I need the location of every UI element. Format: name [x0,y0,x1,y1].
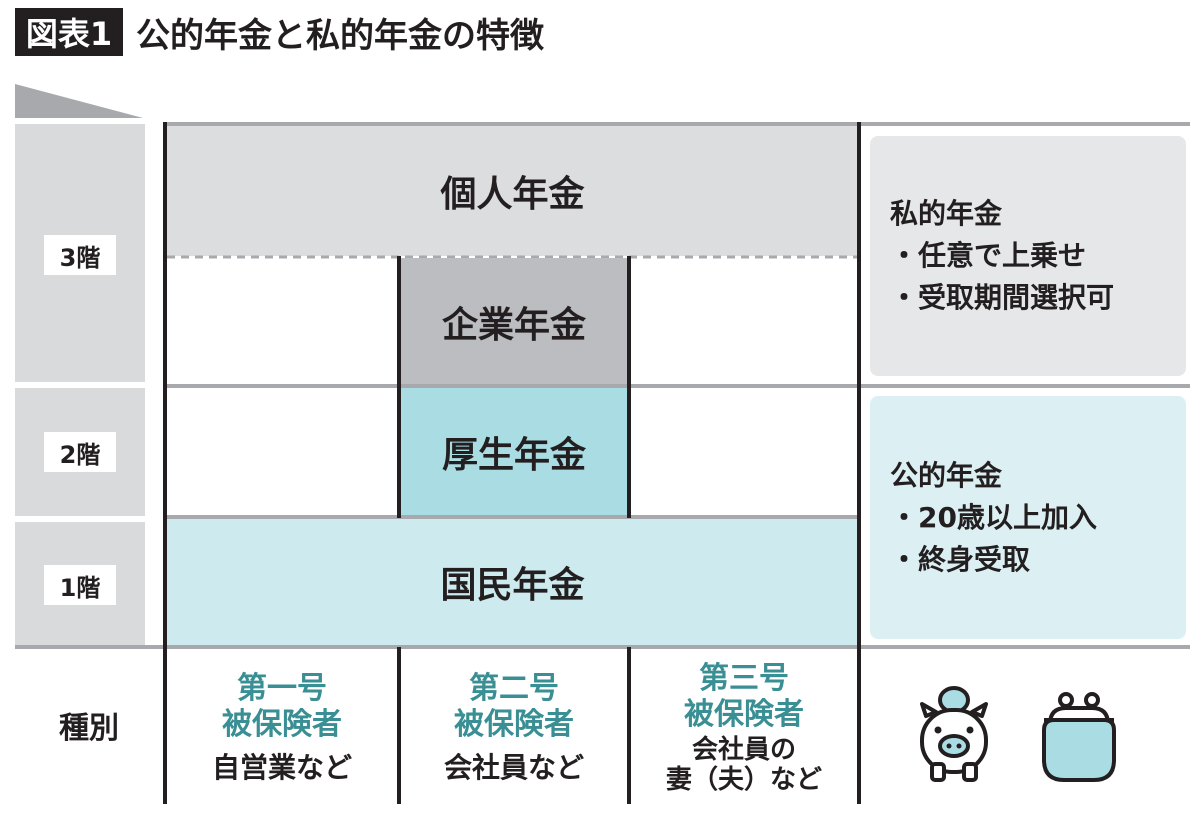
row-divider-2-1 [167,515,860,519]
kojin-nenkin-cell: 個人年金 [167,126,858,256]
public-pension-panel: 公的年金 ・20歳以上加入 ・終身受取 [870,396,1186,639]
row-divider-3-2 [167,384,1190,388]
piggy-bank-icon [920,686,988,782]
grid-line-col1-upper [397,256,401,518]
grid-line-col2-lower [627,647,631,804]
row-divider-1-type [15,645,1190,649]
type-second: 第二号 被保険者 会社員など [401,655,627,800]
type-first: 第一号 被保険者 自営業など [167,655,397,800]
private-pension-title: 私的年金 [890,197,1003,230]
type-second-note: 会社員など [443,750,584,784]
grid-line-col1-lower [397,647,401,804]
type-third-note1: 会社員の [691,734,796,765]
type-first-line1: 第一号 [237,670,327,706]
private-pension-item-1: ・任意で上乗せ [890,239,1087,272]
kosei-nenkin-cell: 厚生年金 [399,388,629,516]
floor-2-label: 2階 [44,432,116,472]
top-border [165,122,1190,126]
private-pension-panel: 私的年金 ・任意で上乗せ ・受取期間選択可 [870,136,1186,376]
type-first-note: 自営業など [211,750,352,784]
figure-title: 公的年金と私的年金の特徴 [136,15,544,56]
kigyo-nenkin-cell: 企業年金 [399,258,629,386]
type-third-line1: 第三号 [699,660,789,696]
public-pension-item-2: ・終身受取 [890,542,1031,576]
type-second-line2: 被保険者 [454,706,574,742]
figure-label: 図表1 [15,8,123,56]
public-pension-title: 公的年金 [890,458,1003,492]
floor-3-label: 3階 [44,235,116,275]
grid-line-right [857,122,861,804]
coin-purse-icon [1042,692,1116,782]
type-second-line1: 第二号 [469,670,559,706]
floor-1-label: 1階 [44,565,116,605]
floor-header-wedge [15,84,143,118]
kokumin-nenkin-cell: 国民年金 [167,519,858,645]
dashed-divider [167,255,858,259]
type-third: 第三号 被保険者 会社員の 妻（夫）など [631,650,857,805]
grid-line-col2-upper [627,256,631,518]
type-third-line2: 被保険者 [684,696,804,732]
type-row-label: 種別 [59,711,119,746]
type-third-note2: 妻（夫）など [665,764,822,795]
public-pension-item-1: ・20歳以上加入 [890,500,1097,534]
grid-line-left [163,122,167,804]
type-first-line2: 被保険者 [222,706,342,742]
private-pension-item-2: ・受取期間選択可 [890,281,1115,314]
